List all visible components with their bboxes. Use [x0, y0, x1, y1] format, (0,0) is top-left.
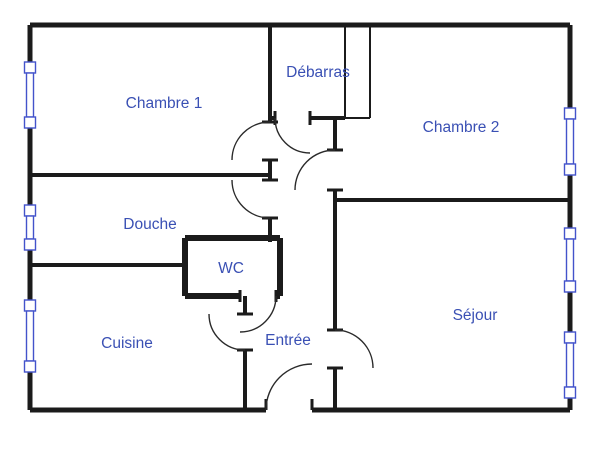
- door-swing-arc-chambre1: [231, 121, 271, 161]
- room-label-douche: Douche: [123, 216, 176, 233]
- door-swings: [208, 117, 374, 411]
- window-frame: [563, 163, 577, 176]
- door-swing-arc-cuisine: [208, 313, 246, 351]
- window-left-1: [23, 61, 37, 129]
- door-swing-arc-debarras: [274, 117, 311, 154]
- window-frame: [563, 227, 577, 240]
- window-frame: [563, 331, 577, 344]
- room-label-entree: Entrée: [265, 332, 311, 349]
- window-left-2: [23, 204, 37, 251]
- door-swing-arc-wc: [239, 295, 277, 333]
- window-frame: [23, 61, 37, 74]
- window-right-3: [563, 331, 577, 399]
- window-glazing: [25, 215, 35, 240]
- window-glazing: [565, 238, 575, 282]
- window-glazing: [565, 342, 575, 388]
- room-label-sejour: Séjour: [453, 307, 498, 324]
- window-glazing: [565, 118, 575, 165]
- window-frame: [563, 280, 577, 293]
- room-label-debarras: Débarras: [286, 64, 350, 81]
- interior-walls: [30, 25, 570, 410]
- door-swing-arc-chambre2: [294, 149, 336, 191]
- room-labels: Chambre 1 Débarras Chambre 2 Douche WC C…: [101, 64, 499, 352]
- window-glazing: [25, 310, 35, 362]
- door-swing-arc-douche: [231, 179, 271, 219]
- room-label-chambre-2: Chambre 2: [423, 119, 500, 136]
- outer-walls: [27, 22, 573, 413]
- window-frame: [23, 204, 37, 217]
- window-left-3: [23, 299, 37, 373]
- wc-room-walls: [182, 235, 283, 299]
- window-frame: [23, 116, 37, 129]
- window-frame: [23, 238, 37, 251]
- door-swing-arc-sejour: [334, 329, 374, 369]
- window-frame: [563, 386, 577, 399]
- window-frame: [23, 360, 37, 373]
- window-frame: [563, 107, 577, 120]
- door-jambs: [237, 111, 343, 410]
- room-label-chambre-1: Chambre 1: [126, 95, 203, 112]
- window-right-2: [563, 227, 577, 293]
- room-label-cuisine: Cuisine: [101, 335, 153, 352]
- debarras-chase-walls: [344, 25, 371, 119]
- window-right-1: [563, 107, 577, 176]
- door-swing-arc-entrance: [265, 363, 313, 411]
- windows: [23, 61, 577, 399]
- room-label-wc: WC: [218, 260, 244, 277]
- window-glazing: [25, 72, 35, 118]
- window-frame: [23, 299, 37, 312]
